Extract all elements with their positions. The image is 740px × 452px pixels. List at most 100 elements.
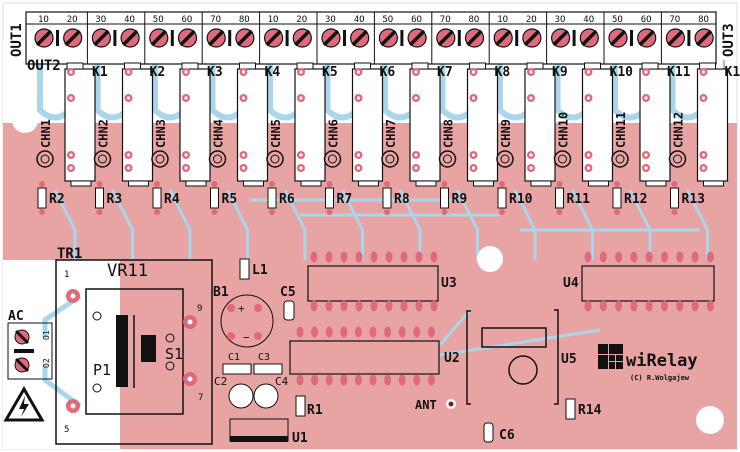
- pin-9-label: 9: [197, 304, 202, 314]
- terminal-pin-label: 8O: [469, 15, 480, 25]
- relay-label: K12: [725, 65, 740, 80]
- ic-pad: [706, 300, 714, 312]
- relay-label: K1: [92, 65, 108, 80]
- ic-pad: [691, 251, 699, 263]
- pin-7-label: 7: [198, 393, 203, 403]
- led-icon: [381, 150, 399, 168]
- ic-pad: [691, 300, 699, 312]
- resistor-label: R5: [222, 192, 238, 207]
- resistor-label: R3: [107, 192, 123, 207]
- bridge-plus-mark: +: [238, 302, 245, 315]
- ic-pad: [413, 374, 421, 386]
- out2-label: OUT2: [27, 58, 61, 74]
- led-label: CHN2: [97, 119, 111, 148]
- ac-connector: AC O1 O2: [7, 309, 53, 380]
- terminal-pin-label: 6O: [411, 15, 422, 25]
- terminal-pin-label: 8O: [698, 15, 709, 25]
- resistor-label: R8: [394, 192, 410, 207]
- ic-pad: [584, 300, 592, 312]
- terminal-pin-label: 3O: [325, 15, 336, 25]
- relay-label: K6: [380, 65, 396, 80]
- ic-pad: [369, 326, 377, 338]
- ic-pad: [311, 326, 319, 338]
- relay-label: K7: [437, 65, 453, 80]
- ic-pad: [615, 251, 623, 263]
- relay-label: K4: [265, 65, 281, 80]
- led-label: CHN9: [499, 119, 513, 148]
- led-label: CHN12: [672, 112, 686, 148]
- ac-label: AC: [8, 309, 24, 324]
- b1-label: B1: [213, 285, 229, 300]
- relay-body: [581, 68, 614, 182]
- u4-label: U4: [563, 276, 579, 291]
- ic-pad: [415, 251, 423, 263]
- ic-pad: [384, 326, 392, 338]
- relay-body: [524, 68, 556, 182]
- relay-body: [466, 68, 499, 182]
- mounting-holes: [12, 107, 724, 434]
- ic-pad: [584, 251, 592, 263]
- ic-pad: [630, 300, 638, 312]
- resistor-label: R11: [567, 192, 591, 207]
- relay-body: [64, 68, 96, 182]
- resistor-body: [95, 187, 104, 209]
- power-section: L1 B1 + − C5 C1 C3 C2 C4 R1 U1: [213, 258, 323, 446]
- ic-pad: [427, 326, 435, 338]
- relay-label: K3: [207, 65, 223, 80]
- ic-pad: [430, 300, 438, 312]
- terminal-pin-label: 1O: [497, 15, 508, 25]
- resistor-body: [440, 187, 449, 209]
- c1-label: C1: [228, 352, 240, 363]
- relay-body: [121, 68, 154, 182]
- ic-pad: [355, 300, 363, 312]
- ic-pad: [661, 251, 668, 263]
- ic-pad: [296, 374, 304, 386]
- ic-pad: [355, 251, 363, 263]
- led-icon: [496, 150, 514, 168]
- r1-label: R1: [307, 403, 323, 418]
- led-icon: [36, 150, 54, 168]
- led-label: CHN3: [154, 119, 168, 148]
- logo-grid-icon: [598, 344, 623, 369]
- ic-pad: [415, 300, 423, 312]
- relay-label: K9: [552, 65, 568, 80]
- ic-pad: [370, 300, 378, 312]
- relay-label: K5: [322, 65, 338, 80]
- u2-label: U2: [444, 351, 460, 366]
- ic-pad: [398, 374, 406, 386]
- ic-pad: [311, 374, 319, 386]
- ic-pad: [325, 374, 333, 386]
- terminal-pin-label: 7O: [440, 15, 451, 25]
- primary-label: P1: [93, 361, 111, 379]
- c6-label: C6: [499, 428, 515, 443]
- terminal-pin-label: 5O: [612, 15, 623, 25]
- terminal-pin-label: 2O: [67, 15, 78, 25]
- resistor-body: [555, 187, 564, 209]
- ic-pad: [599, 300, 607, 312]
- tr1-label: TR1: [57, 246, 82, 262]
- ic-pad: [398, 326, 406, 338]
- terminal-pin-label: 2O: [296, 15, 307, 25]
- channel-column-group: K1CHN1R2K2CHN2R3K3CHN3R4K4CHN4R5K5CHN5R6…: [36, 62, 740, 215]
- relay-body: [236, 68, 269, 182]
- led-icon: [151, 150, 169, 168]
- ic-pad: [340, 300, 348, 312]
- wirelay-logo: wiRelay (C) R.Wolgajew: [598, 344, 698, 382]
- resistor-label: R10: [509, 192, 533, 207]
- r14-label: R14: [578, 403, 602, 418]
- led-label: CHN8: [442, 119, 456, 148]
- led-icon: [668, 150, 687, 168]
- ic-pad: [340, 374, 348, 386]
- ic-pad: [615, 300, 623, 312]
- led-label: CHN5: [269, 119, 283, 148]
- terminal-pin-label: 3O: [555, 15, 566, 25]
- resistor-body: [612, 187, 622, 209]
- led-icon: [611, 150, 629, 168]
